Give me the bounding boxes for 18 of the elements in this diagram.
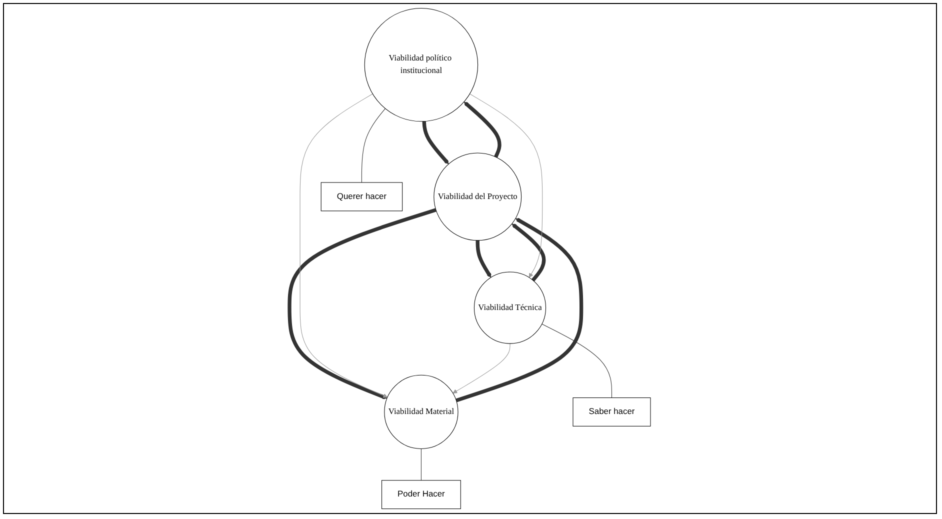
connector xyxy=(361,108,386,183)
node-circle: Viabilidad político institucional xyxy=(364,8,478,122)
node-circle: Viabilidad Material xyxy=(384,374,458,450)
node-box: Querer hacer xyxy=(320,182,403,212)
node-box: Poder Hacer xyxy=(382,480,461,510)
connector xyxy=(420,448,422,481)
node-circle: Viabilidad del Proyecto xyxy=(434,152,522,241)
arrow xyxy=(452,343,510,394)
arrow xyxy=(470,94,543,278)
arrow xyxy=(476,240,492,278)
arrow xyxy=(456,218,584,402)
arrow xyxy=(288,208,436,400)
arrow xyxy=(300,94,388,398)
arrow xyxy=(512,224,546,282)
arrow xyxy=(422,121,449,164)
node-circle: Viabilidad Técnica xyxy=(474,272,546,344)
connector xyxy=(542,324,612,398)
node-box: Saber hacer xyxy=(572,397,651,426)
